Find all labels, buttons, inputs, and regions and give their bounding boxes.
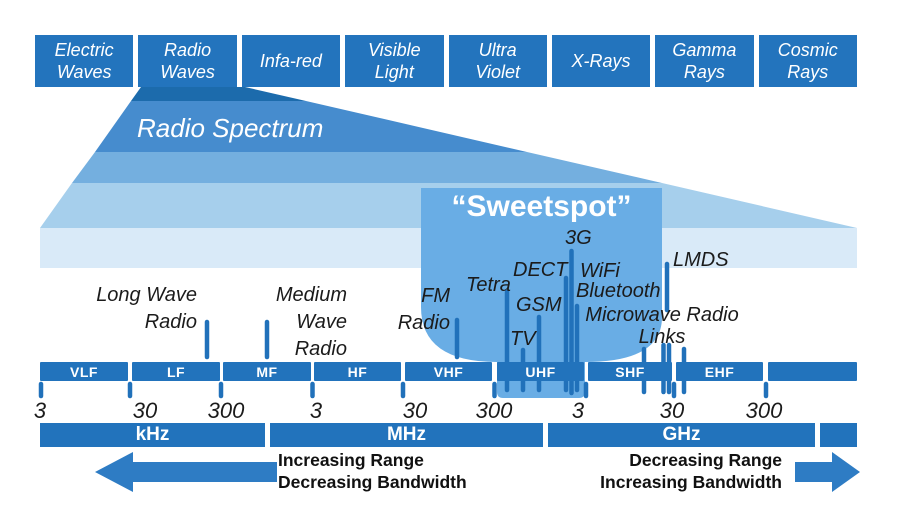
label-line: Long Wave <box>96 284 197 306</box>
radio-spectrum-title: Radio Spectrum <box>137 113 324 143</box>
boundary-ticks <box>38 381 769 399</box>
label-long-wave-radio: Long Wave Radio <box>90 282 197 336</box>
scale-number: 30 <box>659 398 685 423</box>
label-lmds: LMDS <box>673 249 729 271</box>
band-segment-vlf: VLF <box>40 362 128 381</box>
right-direction-text: Decreasing Range Increasing Bandwidth <box>600 449 782 493</box>
band-segment-shf: SHF <box>588 362 672 381</box>
unit-bar-ghz: GHz <box>548 423 815 447</box>
band-segment-hf: HF <box>314 362 401 381</box>
band-segment-ehf: EHF <box>676 362 763 381</box>
label-medium-wave-radio: Medium Wave Radio <box>220 282 347 363</box>
spectrum-box-cosmic-rays: Cosmic Rays <box>758 35 857 87</box>
scale-number: 3 <box>309 398 323 423</box>
funnel-band-2 <box>95 101 527 152</box>
label-line: Links <box>638 326 686 348</box>
label-line: Medium Wave <box>275 284 347 333</box>
spectrum-box-radio-waves: Radio Waves <box>138 35 237 87</box>
label-bluetooth: Bluetooth <box>576 280 661 302</box>
label-3g: 3G <box>565 227 592 249</box>
scale-number: 300 <box>745 398 783 423</box>
label-line: Decreasing Range <box>629 450 782 470</box>
unit-bar-blank <box>820 423 857 447</box>
scale-number: 3 <box>33 398 47 423</box>
scale-number: 300 <box>207 398 245 423</box>
right-arrow-icon <box>795 452 860 492</box>
label-line: Microwave Radio <box>585 304 739 326</box>
spectrum-box-xrays: X-Rays <box>551 35 651 87</box>
spectrum-box-visible-light: Visible Light <box>345 35 444 87</box>
spectrum-box-gamma-rays: Gamma Rays <box>655 35 754 87</box>
label-wifi: WiFi <box>580 260 620 282</box>
sweetspot-region <box>421 188 662 398</box>
label-dect: DECT <box>513 259 568 281</box>
spectrum-box-infrared: Infa-red <box>241 35 341 87</box>
band-segment-vhf: VHF <box>405 362 492 381</box>
spectrum-box-row: Electric Waves Radio Waves Infa-red Visi… <box>35 35 857 87</box>
band-segment-uhf: UHF <box>497 362 584 381</box>
band-segment-blank <box>768 362 857 381</box>
label-line: FM <box>421 285 450 307</box>
spectrum-box-ultraviolet: Ultra Violet <box>448 35 547 87</box>
label-gsm: GSM <box>516 294 562 316</box>
scale-number: 300 <box>475 398 513 423</box>
label-line: Radio <box>294 338 347 360</box>
label-fm-radio: FM Radio <box>390 283 450 337</box>
unit-bar-khz: kHz <box>40 423 265 447</box>
unit-bar-mhz: MHz <box>270 423 543 447</box>
label-line: Increasing Bandwidth <box>600 472 782 492</box>
band-segment-lf: LF <box>132 362 220 381</box>
left-arrow-icon <box>95 452 277 492</box>
label-line: Decreasing Bandwidth <box>278 472 467 492</box>
scale-number: 30 <box>132 398 158 423</box>
funnel-band-3 <box>72 152 662 183</box>
label-tetra: Tetra <box>466 274 511 296</box>
sweetspot-title: “Sweetspot” <box>451 190 632 223</box>
label-line: Radio <box>144 311 197 333</box>
scale-number: 3 <box>571 398 585 423</box>
label-line: Increasing Range <box>278 450 424 470</box>
band-segment-mf: MF <box>223 362 311 381</box>
scale-number: 30 <box>402 398 428 423</box>
left-direction-text: Increasing Range Decreasing Bandwidth <box>278 449 467 493</box>
label-tv: TV <box>510 328 536 350</box>
label-microwave-radio-links: Microwave Radio Links <box>584 304 740 348</box>
funnel-band-1 <box>131 87 306 101</box>
label-line: Radio <box>397 312 450 334</box>
spectrum-box-electric-waves: Electric Waves <box>35 35 134 87</box>
